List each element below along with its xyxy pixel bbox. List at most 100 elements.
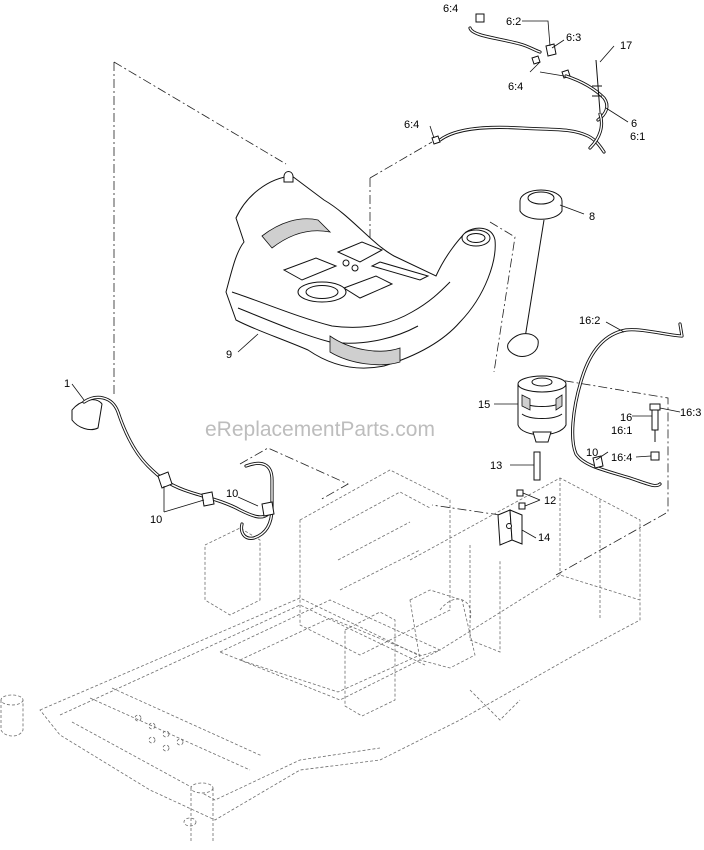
- dash-tank-top: [113, 61, 287, 165]
- mount-bracket: [497, 489, 526, 546]
- fuel-cap-side: [519, 201, 563, 220]
- frame-right-side: [409, 477, 641, 620]
- fuel-tank-body: [225, 175, 496, 369]
- fuel-cap-strainer: [507, 333, 539, 357]
- bolt-1: [516, 489, 524, 497]
- frame-spring: [469, 689, 521, 721]
- frame-hole-5: [148, 736, 156, 744]
- hose-1-assembly: [71, 395, 275, 540]
- watermark-text: eReplacementParts.com: [205, 418, 435, 441]
- frame-hole-4: [176, 738, 184, 746]
- callout-16-2: 16:2: [579, 315, 600, 327]
- fuel-tank-top-edge: [231, 281, 451, 328]
- grommet-1: [71, 399, 103, 431]
- callout-10-mid: 10: [226, 488, 238, 500]
- hose-16-2-assembly: [571, 322, 684, 488]
- callout-16: 16: [620, 412, 632, 424]
- callout-16-3: 16:3: [680, 407, 701, 419]
- leader-lines: [71, 20, 681, 539]
- callout-17: 17: [620, 40, 632, 52]
- canister-bottom-fitting: [532, 431, 552, 443]
- callout-13: 13: [490, 460, 502, 472]
- fitting-16: [651, 409, 659, 431]
- canister-windows: [521, 394, 563, 411]
- callout-9: 9: [226, 349, 232, 361]
- vent-hose-6: [438, 125, 606, 154]
- frame-hole-3: [162, 730, 170, 738]
- callout-12: 12: [544, 495, 556, 507]
- fuel-tank-shadow: [329, 335, 401, 366]
- callout-14: 14: [538, 532, 550, 544]
- clamp-6-4-top: [475, 13, 485, 23]
- fuel-tank-vent-fitting: [283, 171, 294, 183]
- callout-16-1: 16:1: [611, 425, 632, 437]
- frame-pivot: [183, 817, 197, 827]
- callout-6-1: 6:1: [630, 131, 645, 143]
- mower-frame: [0, 469, 641, 842]
- frame-rear-upright: [299, 469, 451, 656]
- fuel-cap-assembly: [507, 189, 563, 357]
- fuel-tank-pad-2: [282, 257, 338, 281]
- frame-tank-mount-curve: [439, 598, 472, 621]
- callout-15: 15: [478, 399, 490, 411]
- charcoal-canister: [517, 375, 567, 443]
- fuel-tank-port-1: [342, 259, 350, 267]
- callout-6-2: 6:2: [506, 16, 521, 28]
- clamp-6-4-end: [431, 135, 441, 145]
- callout-16-4: 16:4: [611, 452, 632, 464]
- callout-10-left: 10: [150, 514, 162, 526]
- callout-6-4-pair: 6:4: [508, 81, 523, 93]
- dash-hose-mid: [239, 447, 349, 501]
- clamp-10-left-b: [201, 491, 215, 507]
- callout-6-3: 6:3: [566, 32, 581, 44]
- clamp-16-4: [650, 451, 660, 461]
- frame-left-tower: [204, 527, 261, 616]
- frame-rear-braces: [329, 491, 431, 591]
- bracket-hole: [506, 523, 512, 529]
- callout-6-4-left: 6:4: [404, 119, 419, 131]
- fuel-tank-port-2: [351, 264, 359, 272]
- frame-rail-top-left: [59, 604, 426, 716]
- frame-caster-left-top: [0, 694, 24, 706]
- clamp-10-left-a: [157, 471, 173, 489]
- frame-hole-1: [134, 714, 142, 722]
- callout-6: 6: [631, 118, 637, 130]
- callout-1: 1: [64, 378, 70, 390]
- frame-base: [39, 574, 641, 821]
- frame-deck-panel: [218, 599, 441, 701]
- fuel-tank-pad-3: [342, 275, 394, 299]
- vent-hose-6-riser: [588, 112, 604, 150]
- frame-crossbar-front: [89, 687, 263, 771]
- fuel-filler-opening: [466, 233, 486, 243]
- callout-6-4-top: 6:4: [443, 3, 458, 15]
- fuel-cap-top: [527, 191, 555, 205]
- clamp-10-mid: [261, 501, 275, 517]
- callout-8: 8: [589, 211, 595, 223]
- frame-right-post: [469, 545, 501, 653]
- tee-fitting-6-3: [545, 43, 557, 57]
- assembly-lines: [113, 61, 669, 576]
- frame-hole-6: [162, 744, 170, 752]
- fitting-16-3: [649, 403, 661, 411]
- frame-caster-left: [0, 700, 24, 737]
- fuel-sender-cap: [305, 285, 339, 299]
- fuel-tank-rear-shade: [261, 218, 332, 249]
- frame-tank-mount: [409, 589, 476, 669]
- callout-labels: 6:4 6:2 6:3 17 6:4 6:4 6 6:1 8 9 16:2 1 …: [64, 3, 701, 544]
- dash-hose-right: [547, 377, 669, 576]
- canister-rod: [533, 451, 541, 481]
- fuel-tank-pad-1: [336, 241, 384, 263]
- fuel-tank-rib: [370, 261, 430, 281]
- vent-line-17: [592, 59, 602, 113]
- frame-center-tower: [344, 611, 396, 717]
- dash-bracket: [431, 504, 501, 516]
- fuel-tank: [225, 171, 496, 369]
- vent-hose-assembly: [431, 13, 609, 154]
- bracket-plate-right: [509, 509, 523, 545]
- clamp-10-right: [592, 455, 604, 469]
- dash-filler-neck: [489, 221, 516, 373]
- frame-deck-inner: [238, 617, 422, 693]
- frame-caster-right: [190, 788, 214, 842]
- bolt-2: [518, 502, 526, 510]
